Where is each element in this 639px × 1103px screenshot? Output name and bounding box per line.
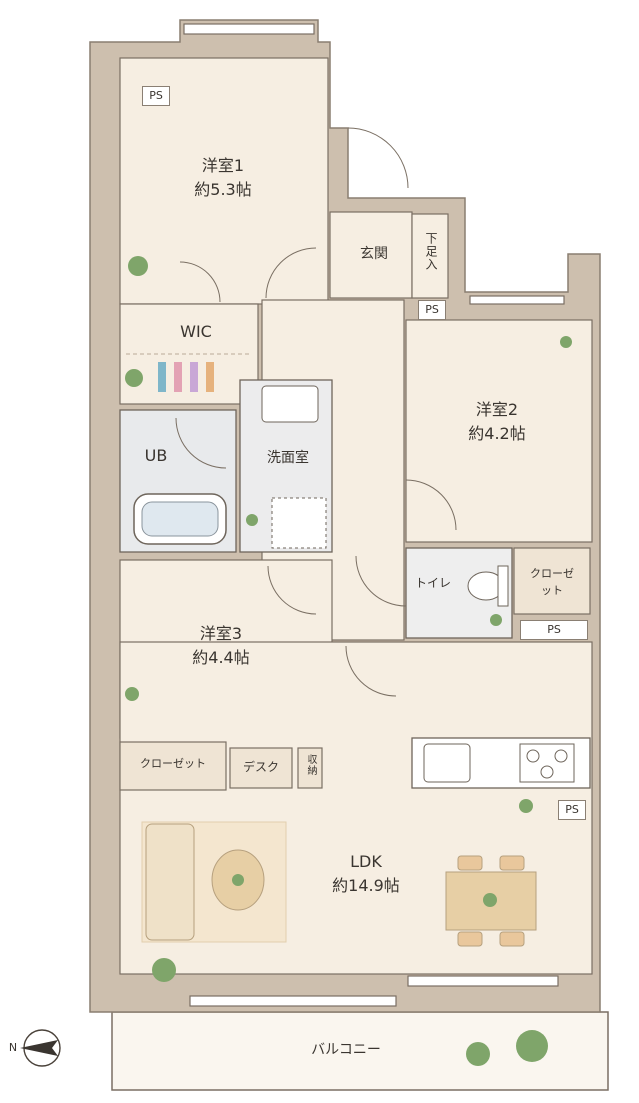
room-western3-size: 約4.4帖 [192,648,250,667]
room-ldk-name: LDK [350,852,382,871]
room-ldk-label: LDK 約14.9帖 [316,850,416,898]
room-western2-name: 洋室2 [475,400,519,419]
room-western3-name: 洋室3 [199,624,243,643]
ps-label-1: PS [142,86,170,106]
compass-icon [20,1029,61,1067]
ub-label: UB [144,446,168,465]
dining-chairs [457,855,525,947]
room-western2-floor [405,319,593,543]
shoe-storage-floor [411,213,449,299]
room-western1-name: 洋室1 [201,156,245,175]
wic-clothes [158,362,214,392]
wic-label: WIC [180,322,212,341]
ps-label-2: PS [418,300,446,320]
closet-room3-box [119,741,227,791]
ps-label-4: PS [558,800,586,820]
wash-basin [261,385,319,423]
kitchen-sink [423,743,471,783]
room-ldk-size: 約14.9帖 [332,876,400,895]
balcony-label: バルコニー [311,1042,381,1058]
desk-box [229,747,293,789]
closet-room2-label: クローゼット [530,567,574,597]
doors [175,127,457,697]
sofa [145,823,195,941]
shoe-storage-label: 下足入 [424,232,438,271]
room-western1-size: 約5.3帖 [194,180,252,199]
plants [125,256,572,1066]
entrance-label: 玄関 [360,246,388,262]
toilet-label: トイレ [414,576,451,590]
room-western3-label: 洋室3 約4.4帖 [176,622,266,670]
toilet-tank [497,565,509,607]
closet-room3-label: クローゼット [140,757,206,770]
entrance-floor [329,211,413,299]
desk-label: デスク [242,760,279,774]
washroom-label: 洗面室 [267,450,309,466]
compass-north-label: N [8,1041,18,1054]
storage-label: 収納 [305,754,316,776]
washer-pan [271,497,327,549]
ps-label-3: PS [520,620,588,640]
bathtub-inner [141,501,219,537]
closet-room2-box [513,547,591,615]
windows [183,23,565,1007]
room-western2-label: 洋室2 約4.2帖 [452,398,542,446]
room-western2-size: 約4.2帖 [468,424,526,443]
storage-box [297,747,323,789]
closets [119,547,591,791]
stove [519,743,575,783]
room-western1-label: 洋室1 約5.3帖 [178,154,268,202]
